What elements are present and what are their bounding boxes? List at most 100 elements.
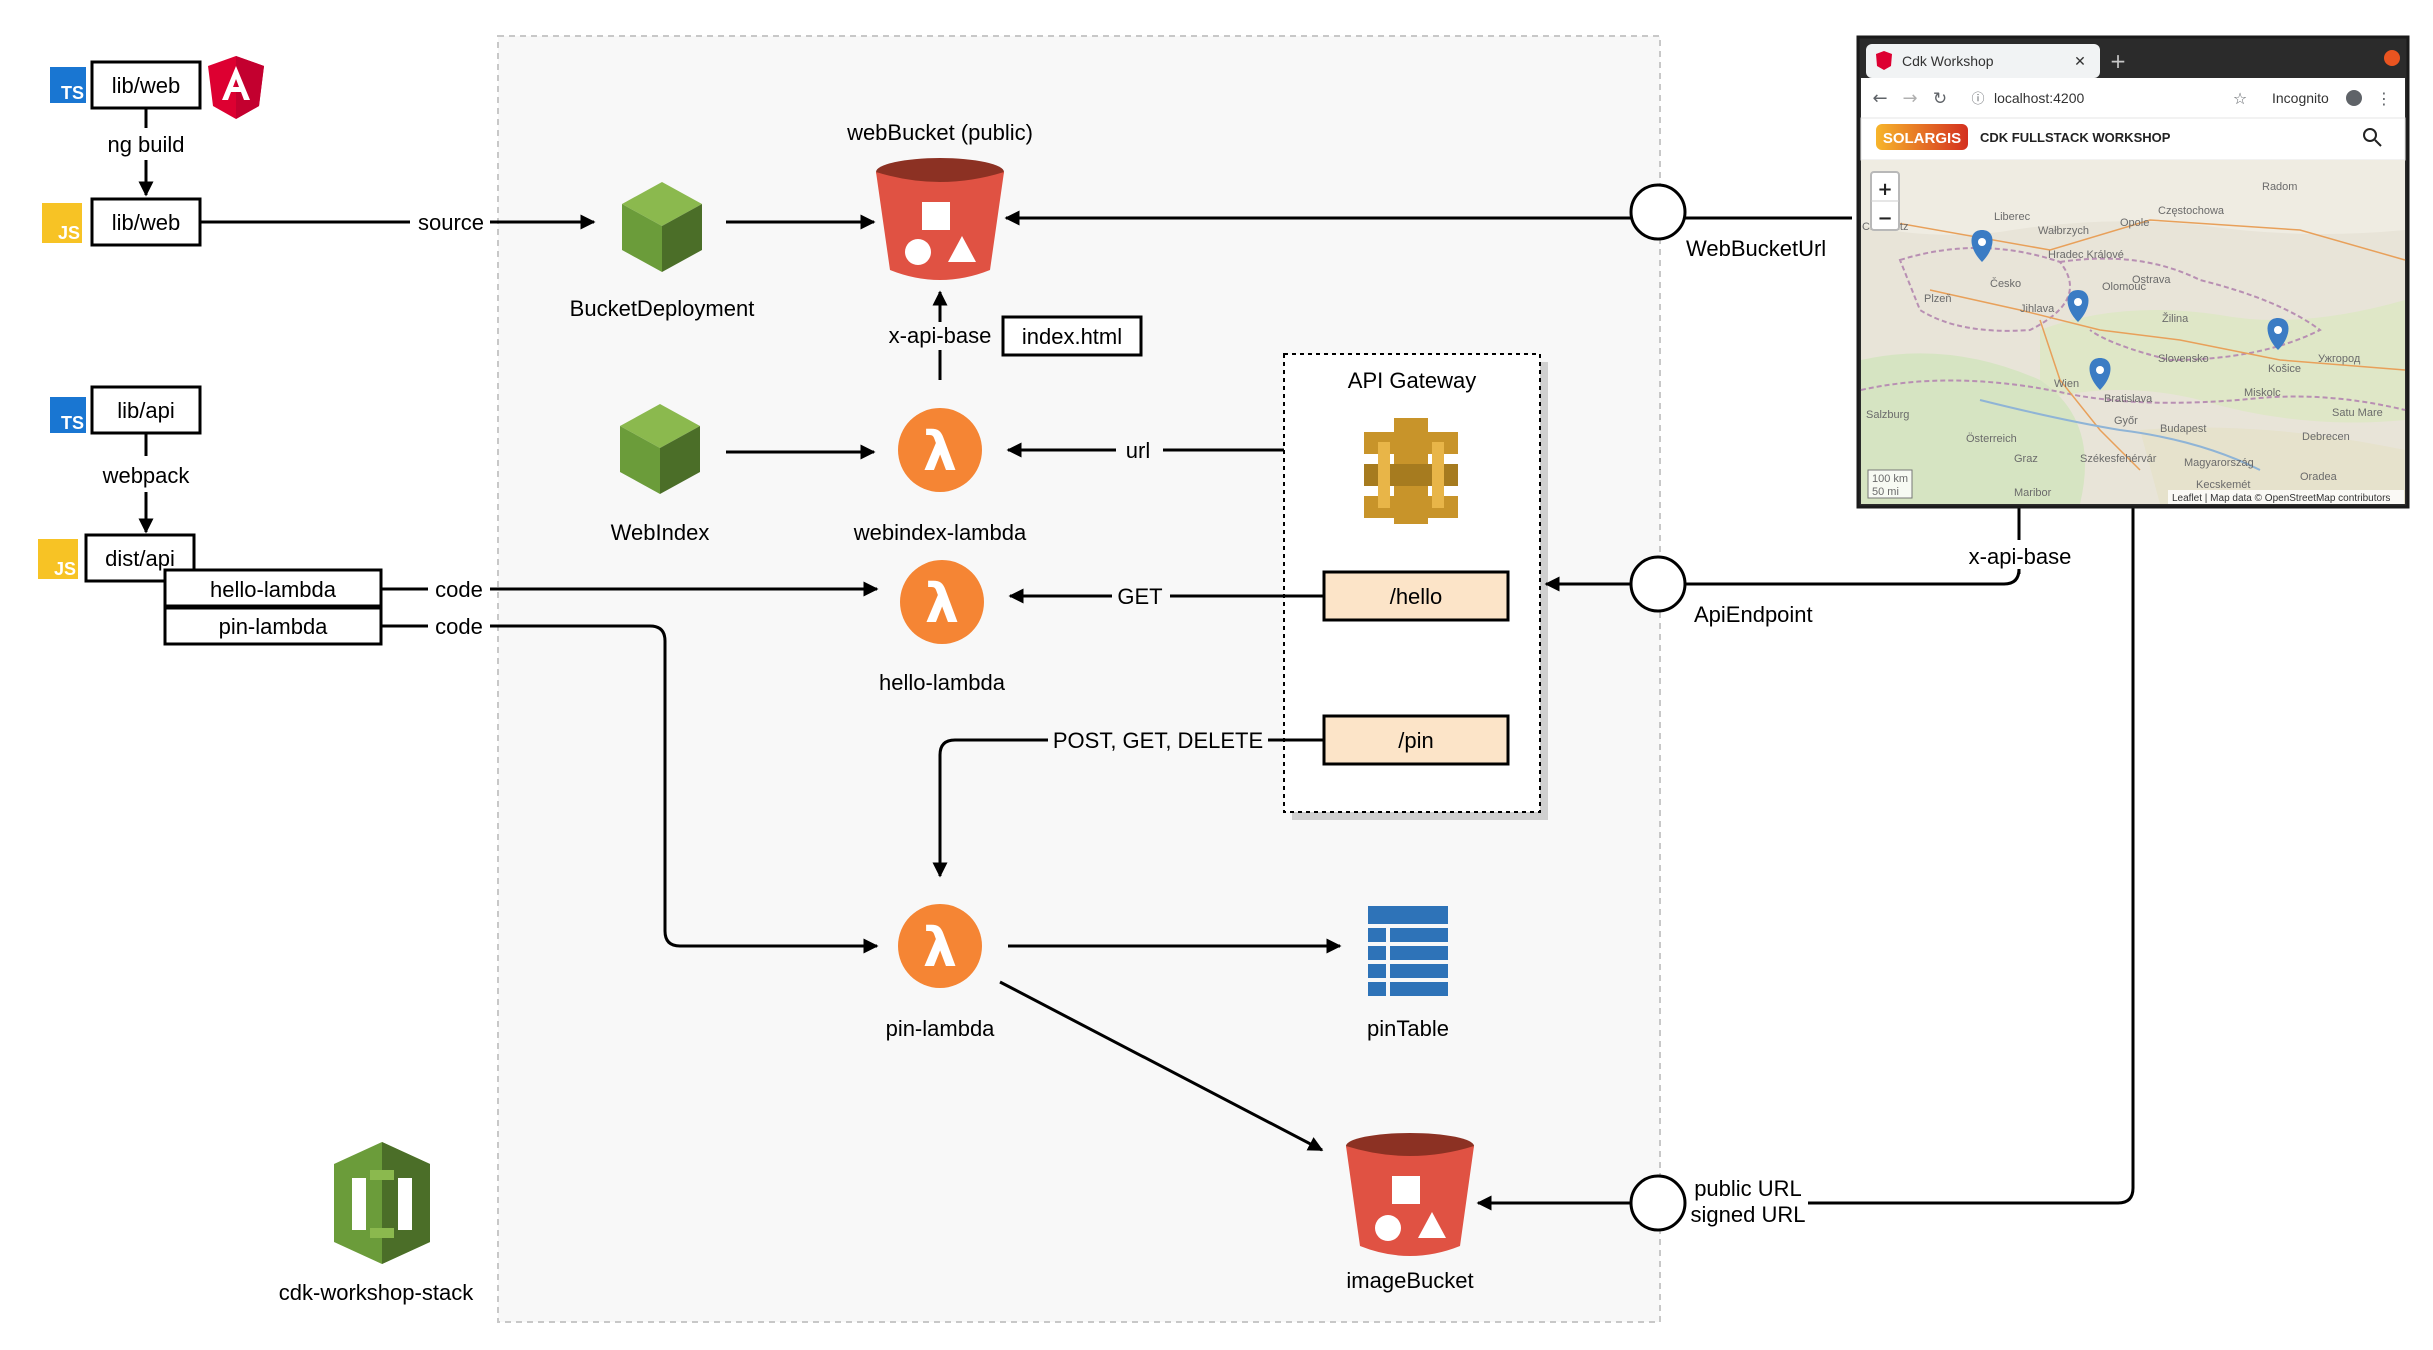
svg-text:λ: λ: [923, 916, 957, 979]
x-api-base-label: x-api-base: [889, 323, 992, 348]
browser-tab[interactable]: [1866, 44, 2100, 78]
map-label-plzen: Plzeň: [1924, 293, 1952, 305]
map-label-opole: Opole: [2120, 217, 2149, 229]
image-bucket-icon: [1346, 1133, 1474, 1256]
incognito-label: Incognito: [2272, 90, 2329, 106]
solargis-brand: SOLARGIS: [1883, 130, 1961, 147]
map-label-ostrava: Ostrava: [2132, 274, 2171, 286]
map-pin-icon[interactable]: [2067, 290, 2089, 322]
forward-icon[interactable]: →: [1902, 88, 1917, 109]
map-label-szekesfehervar: Székesfehérvár: [2080, 453, 2157, 465]
map-label-miskolc: Miskolc: [2244, 387, 2281, 399]
pin-methods-label: POST, GET, DELETE: [1053, 728, 1263, 753]
web-bucket-url-output: [1629, 183, 1687, 241]
js-badge-web: JS: [42, 203, 82, 243]
window-close-icon[interactable]: [2384, 50, 2400, 66]
cloudformation-stack-icon: [334, 1142, 430, 1264]
back-icon[interactable]: ←: [1872, 88, 1887, 109]
pin-lambda-icon: λ: [898, 904, 982, 988]
new-tab-icon[interactable]: +: [2110, 49, 2127, 73]
public-url-label: public URL: [1694, 1176, 1802, 1201]
image-bucket-url-output: [1629, 1174, 1687, 1232]
map-label-liberec: Liberec: [1994, 211, 2031, 223]
get-label: GET: [1117, 584, 1162, 609]
map-label-bratislava: Bratislava: [2104, 393, 2153, 405]
info-icon: ⓘ: [1971, 92, 1984, 107]
dist-api-label: dist/api: [105, 546, 175, 571]
map-label-maribor: Maribor: [2014, 487, 2052, 499]
scale-bar: [1867, 469, 1913, 499]
map-label-walbrzych: Wałbrzych: [2038, 225, 2089, 237]
webindex-lambda-icon: λ: [898, 408, 982, 492]
svg-text:TS: TS: [61, 83, 84, 103]
pin-lambda-artifact-label: pin-lambda: [219, 614, 329, 639]
image-bucket-label: imageBucket: [1346, 1268, 1473, 1293]
map-label-kecskemet: Kecskemét: [2196, 479, 2250, 491]
signed-url-label: signed URL: [1691, 1202, 1806, 1227]
web-bucket-label: webBucket (public): [846, 120, 1033, 145]
api-endpoint-label: ApiEndpoint: [1694, 602, 1813, 627]
hello-lambda-artifact-box: [163, 568, 383, 608]
pin-route-box[interactable]: [1322, 714, 1510, 766]
map-pin-icon[interactable]: [1971, 206, 1993, 262]
lib-web-output-label: lib/web: [112, 210, 180, 235]
svg-text:TS: TS: [61, 413, 84, 433]
s3-bucket-icon: [876, 158, 1004, 280]
bookmark-star-icon[interactable]: ☆: [2233, 89, 2247, 108]
webpack-label: webpack: [102, 463, 191, 488]
hello-lambda-label: hello-lambda: [879, 670, 1006, 695]
svg-text:JS: JS: [54, 559, 76, 579]
angular-favicon: [1876, 51, 1892, 70]
map-label-kosice: Košice: [2268, 363, 2301, 375]
map-pin-icon[interactable]: [2089, 358, 2111, 390]
hello-lambda-artifact-label: hello-lambda: [210, 577, 337, 602]
search-icon[interactable]: [2363, 128, 2382, 147]
map-label-graz: Graz: [2014, 453, 2038, 465]
map-label-cesko: Česko: [1990, 277, 2021, 290]
stack-name-label: cdk-workshop-stack: [279, 1280, 474, 1305]
index-html-label: index.html: [1022, 324, 1122, 349]
dynamodb-table-icon: [1368, 906, 1448, 996]
reload-icon[interactable]: ↻: [1933, 89, 1947, 109]
map-label-czestochowa: Częstochowa: [2158, 205, 2225, 217]
map-label-debrecen: Debrecen: [2302, 431, 2350, 443]
tab-close-icon[interactable]: ✕: [2074, 53, 2086, 69]
lib-web-source-label: lib/web: [112, 73, 180, 98]
pin-route-label: /pin: [1398, 728, 1433, 753]
pin-lambda-label: pin-lambda: [886, 1016, 996, 1041]
url-label: url: [1126, 438, 1150, 463]
solargis-logo: [1876, 124, 1968, 150]
ts-badge-web: TS: [50, 67, 86, 103]
map-label-magyarorszag: Magyarország: [2184, 457, 2254, 469]
svg-text:λ: λ: [925, 572, 959, 635]
lib-api-label: lib/api: [117, 398, 174, 423]
code-label-hello: code: [435, 577, 483, 602]
api-gateway-title: API Gateway: [1348, 368, 1476, 393]
zoom-out-button[interactable]: −: [1877, 208, 1892, 229]
map-label-uzhorod: Ужгород: [2318, 353, 2361, 365]
map-label-wien: Wien: [2054, 378, 2079, 390]
scale-mi: 50 mi: [1872, 486, 1899, 498]
hello-route-label: /hello: [1390, 584, 1443, 609]
map-label-olomouc: Olomouc: [2102, 281, 2147, 293]
ng-build-label: ng build: [107, 132, 184, 157]
lib-web-output-box: [90, 197, 202, 247]
hello-lambda-icon: λ: [900, 560, 984, 644]
svg-text:λ: λ: [923, 420, 957, 483]
map-label-salzburg: Salzburg: [1866, 409, 1909, 421]
menu-icon[interactable]: ⋮: [2376, 89, 2392, 108]
address-bar[interactable]: localhost:4200: [1994, 90, 2085, 106]
web-index-icon: [620, 404, 700, 494]
app-title: CDK FULLSTACK WORKSHOP: [1980, 130, 2171, 145]
ts-badge-api: TS: [50, 397, 86, 433]
zoom-in-button[interactable]: +: [1877, 179, 1892, 200]
map-attribution: Leaflet | Map data © OpenStreetMap contr…: [2172, 493, 2390, 504]
code-label-pin: code: [435, 614, 483, 639]
map-label-oradea: Oradea: [2300, 471, 2338, 483]
source-label: source: [418, 210, 484, 235]
map-pin-icon[interactable]: [2267, 318, 2289, 350]
map-label-satu-mare: Satu Mare: [2332, 407, 2383, 419]
hello-route-box[interactable]: [1322, 570, 1510, 622]
incognito-icon: [2346, 90, 2362, 106]
